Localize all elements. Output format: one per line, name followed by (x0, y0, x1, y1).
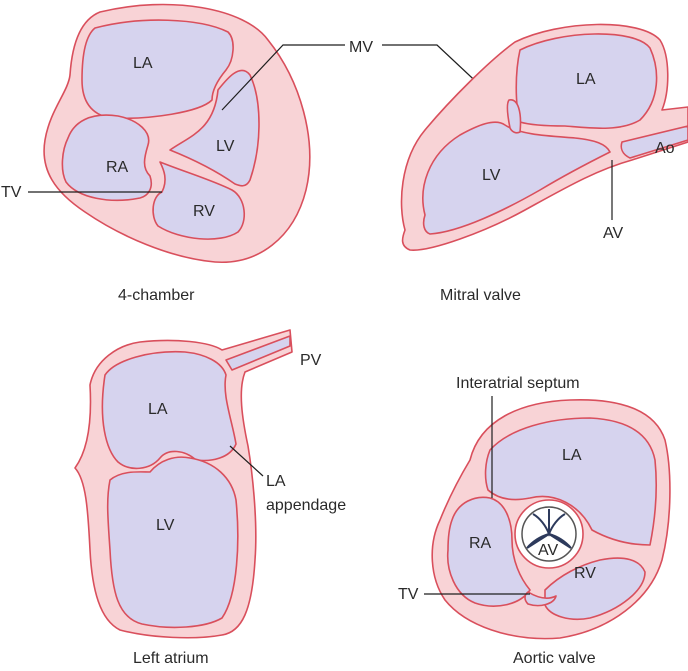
left-atrium-view: LA LV PV LA appendage Left atrium (75, 330, 346, 667)
four-chamber-caption: 4-chamber (118, 287, 195, 304)
four-chamber-la-label: LA (133, 55, 153, 72)
aortic-view-septum-label: Interatrial septum (456, 375, 580, 392)
aortic-view-rv-label: RV (574, 565, 596, 582)
mitral-view-caption: Mitral valve (440, 287, 521, 304)
mv-label: MV (349, 39, 373, 56)
four-chamber-ra-label: RA (106, 159, 129, 176)
four-chamber-view: LA LV RA RV TV 4-chamber (1, 5, 310, 304)
mitral-view-lv-label: LV (482, 167, 501, 184)
aortic-valve-view: Interatrial septum LA RA AV RV TV Aortic… (398, 375, 670, 667)
left-atrium-appendage-label-line2: appendage (266, 497, 346, 514)
left-atrium-left-ventricle (108, 457, 238, 627)
four-chamber-right-atrium (62, 115, 151, 200)
aortic-view-tv-label: TV (398, 586, 419, 603)
left-atrium-chamber (102, 352, 236, 469)
aortic-view-av-label: AV (538, 542, 558, 559)
four-chamber-lv-label: LV (216, 138, 235, 155)
left-atrium-pv-label: PV (300, 352, 322, 369)
left-atrium-appendage-label-line1: LA (266, 473, 286, 490)
aortic-view-caption: Aortic valve (513, 650, 596, 667)
mitral-view-la-label: LA (576, 71, 596, 88)
four-chamber-tv-label: TV (1, 184, 22, 201)
aortic-view-ra-label: RA (469, 535, 492, 552)
left-atrium-lv-label: LV (156, 517, 175, 534)
left-atrium-la-label: LA (148, 401, 168, 418)
mitral-valve-view: LA LV Ao AV Mitral valve (402, 24, 688, 304)
four-chamber-rv-label: RV (193, 203, 215, 220)
aortic-view-la-label: LA (562, 447, 582, 464)
left-atrium-caption: Left atrium (133, 650, 209, 667)
mitral-view-ao-label: Ao (655, 140, 675, 157)
mitral-view-av-label: AV (603, 225, 623, 242)
